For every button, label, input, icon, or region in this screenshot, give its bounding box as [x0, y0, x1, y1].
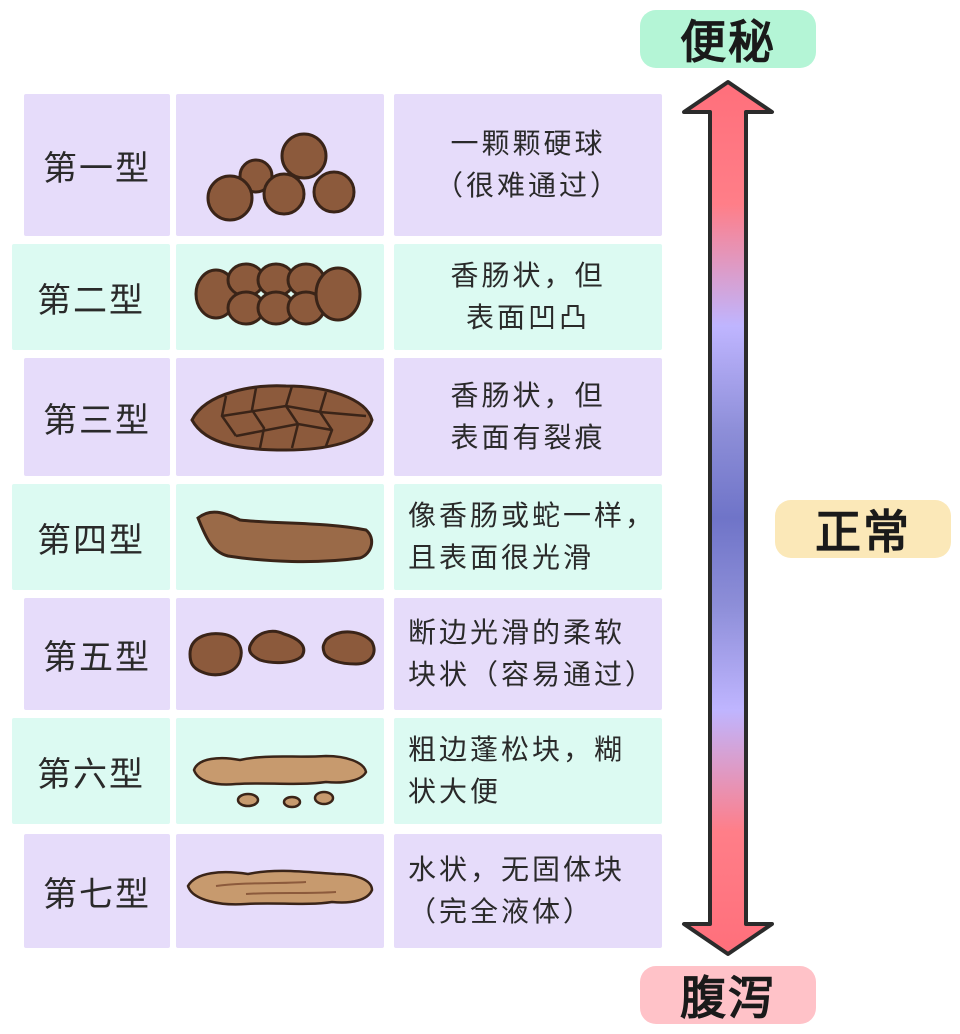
row-3-type: 第三型	[24, 358, 170, 476]
row-2-desc-line-1: 香肠状，但	[450, 259, 606, 292]
row-4-image	[176, 484, 384, 590]
row-6-desc-line-2: 状大便	[408, 775, 502, 808]
hard-lumps-icon	[206, 132, 356, 222]
lumpy-sausage-icon	[194, 262, 362, 326]
row-7-type: 第七型	[24, 834, 170, 948]
row-2-description: 香肠状，但 表面凹凸	[394, 244, 662, 350]
row-2-type: 第二型	[12, 244, 170, 350]
row-5-image	[176, 598, 384, 710]
row-5-description: 断边光滑的柔软 块状（容易通过）	[394, 598, 662, 710]
cracked-sausage-icon	[190, 384, 374, 452]
row-2-image	[176, 244, 384, 350]
row-3-image	[176, 358, 384, 476]
row-2-desc-line-2: 表面凹凸	[465, 301, 590, 334]
row-1-type: 第一型	[24, 94, 170, 236]
row-5-desc-line-1: 断边光滑的柔软	[408, 616, 626, 649]
row-5-desc-line-2: 块状（容易通过）	[408, 658, 657, 691]
row-7-desc-line-2: （完全液体）	[408, 895, 595, 928]
row-4-type: 第四型	[12, 484, 170, 590]
row-4-description: 像香肠或蛇一样， 且表面很光滑	[394, 484, 662, 590]
soft-blobs-icon	[188, 629, 376, 677]
row-6-image	[176, 718, 384, 824]
row-7-desc-line-1: 水状，无固体块	[408, 853, 626, 886]
diarrhea-badge: 腹泻	[640, 966, 816, 1025]
row-1-desc-line-1: 一颗颗硬球	[450, 127, 606, 160]
row-3-desc-line-2: 表面有裂痕	[450, 421, 606, 454]
normal-badge: 正常	[775, 500, 951, 559]
row-1-desc-line-2: （很难通过）	[434, 169, 621, 202]
row-7-image	[176, 834, 384, 948]
row-6-description: 粗边蓬松块，糊 状大便	[394, 718, 662, 824]
row-1-description: 一颗颗硬球 （很难通过）	[394, 94, 662, 236]
smooth-snake-icon	[196, 510, 374, 564]
constipation-badge: 便秘	[640, 10, 816, 69]
double-arrow-icon	[682, 80, 774, 956]
row-6-type: 第六型	[12, 718, 170, 824]
row-6-desc-line-1: 粗边蓬松块，糊	[408, 733, 626, 766]
row-4-desc-line-1: 像香肠或蛇一样，	[408, 499, 657, 532]
mushy-pieces-icon	[192, 754, 368, 809]
row-7-description: 水状，无固体块 （完全液体）	[394, 834, 662, 948]
row-3-description: 香肠状，但 表面有裂痕	[394, 358, 662, 476]
row-5-type: 第五型	[24, 598, 170, 710]
row-1-image	[176, 94, 384, 236]
watery-icon	[186, 869, 374, 906]
row-3-desc-line-1: 香肠状，但	[450, 379, 606, 412]
row-4-desc-line-2: 且表面很光滑	[408, 541, 595, 574]
